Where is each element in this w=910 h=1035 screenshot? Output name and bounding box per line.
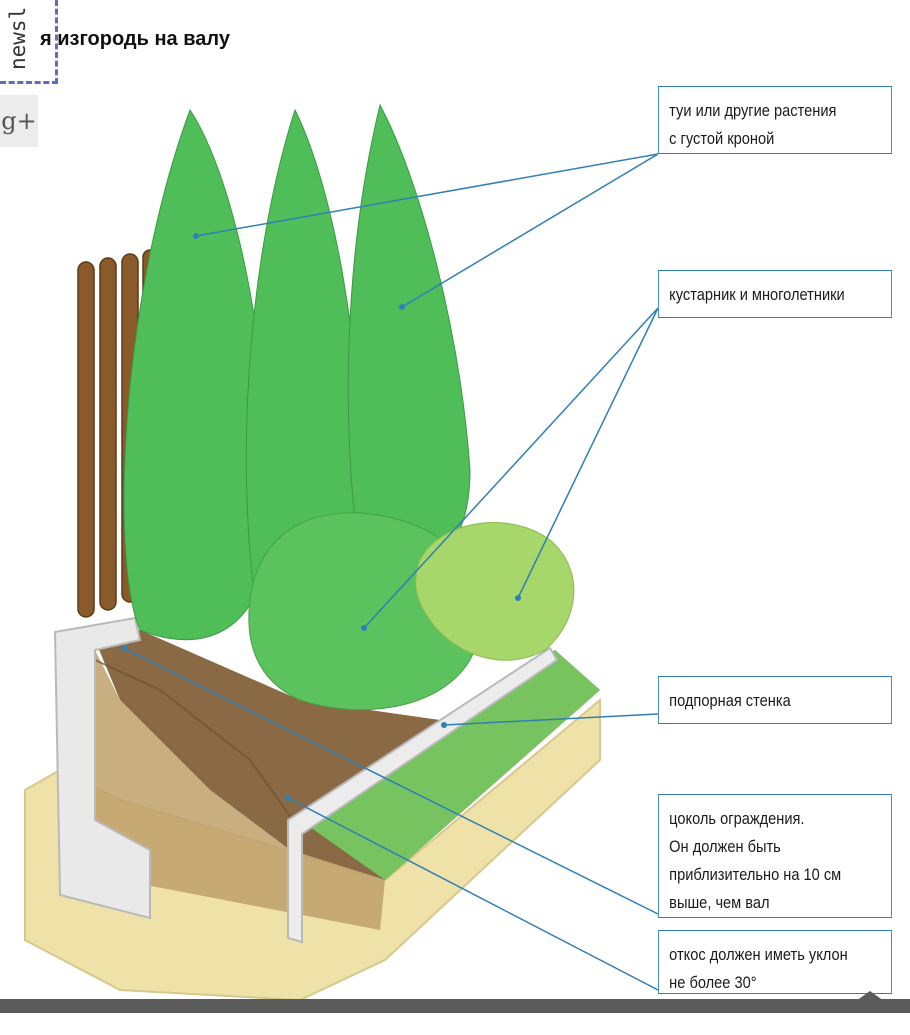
callout-thuja: туи или другие растения с густой кроной (658, 86, 892, 154)
callout-retaining-wall: подпорная стенка (658, 676, 892, 724)
soil-cut-face (95, 650, 385, 930)
retaining-wall-concrete (287, 646, 559, 944)
soil-mound (95, 630, 600, 880)
page-title: я изгородь на валу (40, 28, 230, 50)
newsletter-tab[interactable]: newsl (0, 0, 58, 84)
thuja-trees (123, 103, 471, 641)
grass-strip (300, 650, 600, 880)
google-plus-icon[interactable]: g+ (0, 95, 38, 147)
leader-dots (121, 233, 521, 801)
newsletter-tab-label: newsl (6, 6, 30, 70)
yellow-green-shrub (415, 522, 575, 661)
slope-line (94, 659, 301, 831)
fence-base-concrete (53, 616, 151, 920)
leader-lines (123, 153, 659, 991)
callout-fence-base: цоколь ограждения. Он должен быть прибли… (658, 794, 892, 918)
bottom-bar (0, 999, 910, 1013)
callout-shrubs: кустарник и многолетники (658, 270, 892, 318)
callout-slope: откос должен иметь уклон не более 30° (658, 930, 892, 994)
bottom-bar-notch (856, 991, 884, 1001)
